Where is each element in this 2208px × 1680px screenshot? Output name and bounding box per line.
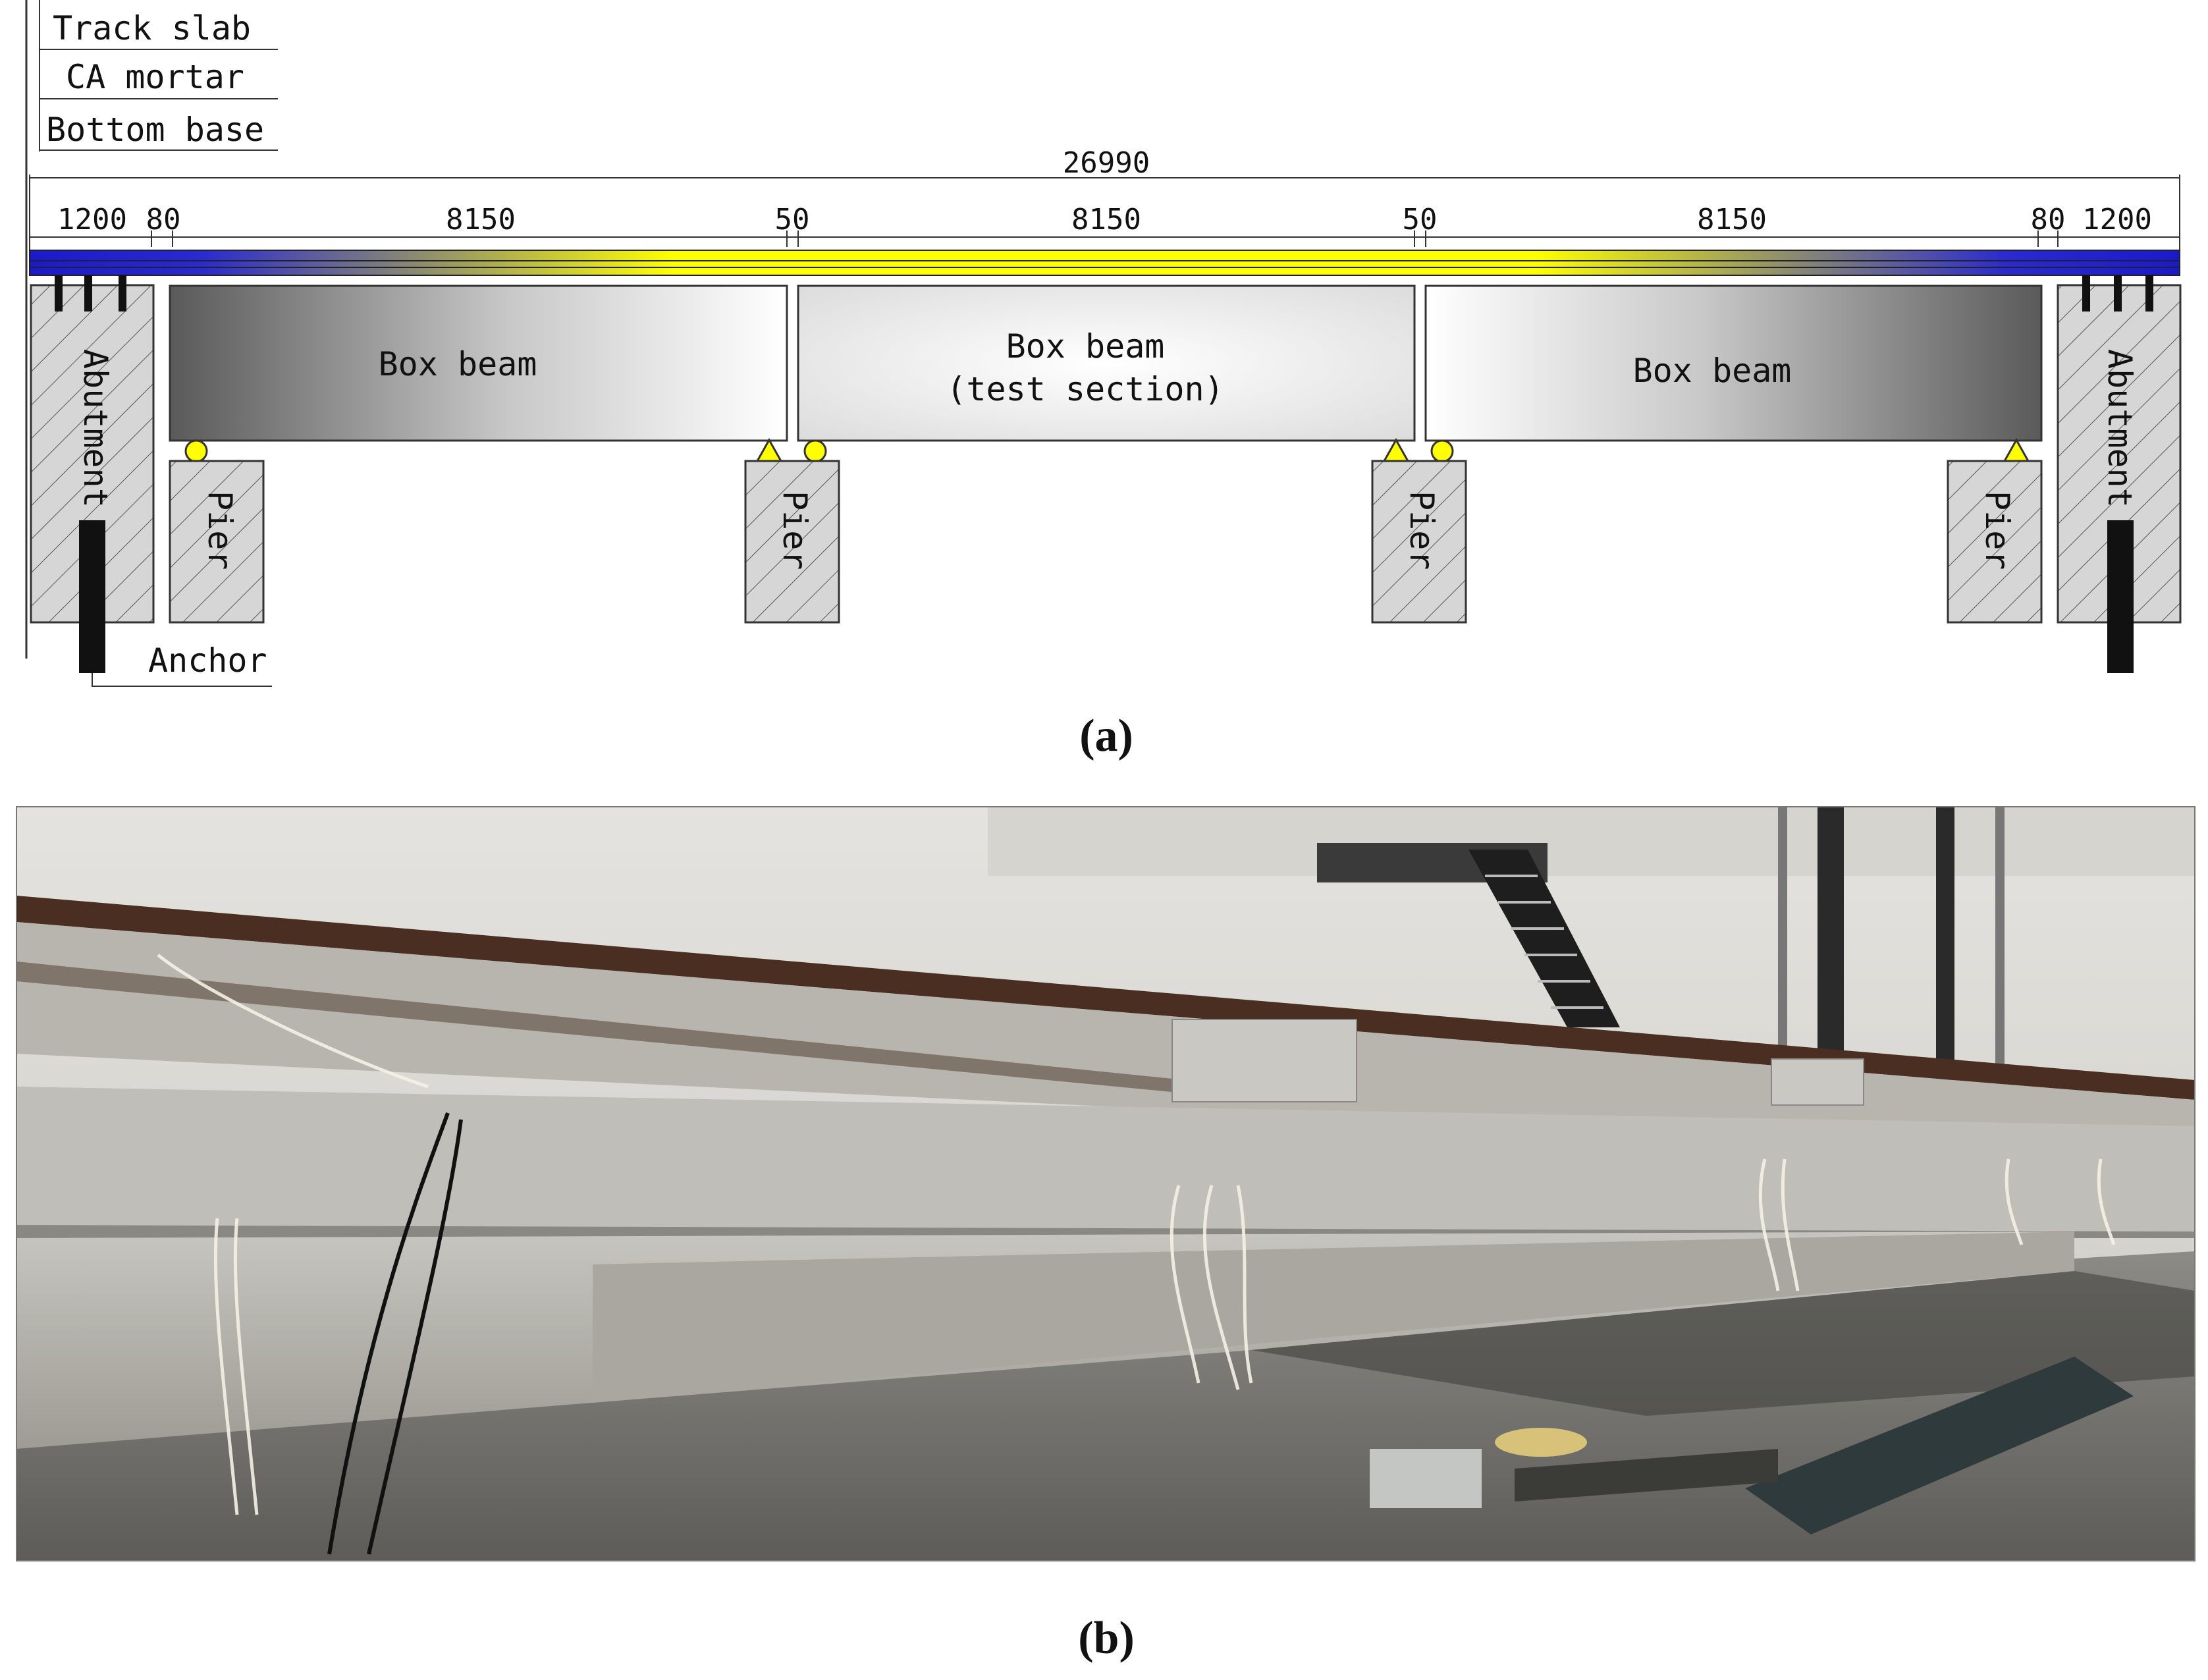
box-beam-right-label: Box beam [1633, 352, 1792, 390]
box-beam-left [169, 285, 788, 442]
anchor-label: Anchor [148, 641, 267, 680]
box-beam-test-section [797, 285, 1416, 442]
dim-label: 50 [775, 203, 810, 236]
layer-legend: Track slab CA mortar Bottom base [25, 0, 278, 659]
dim-label: 80 [146, 203, 181, 236]
panel-a-diagram: Track slab CA mortar Bottom base 26990 1… [25, 0, 2182, 761]
dim-label: 8150 [446, 203, 516, 236]
pier-label: Pier [776, 491, 814, 570]
dim-label: 8150 [1697, 203, 1767, 236]
track-layers [29, 250, 2180, 276]
anchor-bar [79, 520, 105, 673]
abutment-label: Abutment [76, 349, 115, 508]
caption-a: (a) [1079, 711, 1133, 761]
abutment-label: Abutment [2101, 349, 2139, 508]
dim-label: 8150 [1071, 203, 1141, 236]
roller-bearing [1430, 439, 1454, 463]
abutment-left: Abutment [30, 275, 155, 673]
fixed-bearing [755, 437, 783, 462]
layer-label-ca-mortar: CA mortar [66, 58, 244, 96]
box-beam-left-label: Box beam [379, 345, 537, 383]
anchor-bar [2107, 520, 2134, 673]
dimension-lines [29, 175, 2180, 250]
caption-b: (b) [1078, 1613, 1135, 1664]
bearings [184, 437, 2030, 463]
pier-label: Pier [1403, 491, 1441, 570]
fixed-bearing [1382, 437, 1410, 462]
pier-label: Pier [201, 491, 239, 570]
dim-label: 1200 [2082, 203, 2152, 236]
dim-label: 50 [1403, 203, 1438, 236]
box-beam-right [1424, 285, 2043, 442]
layer-label-track-slab: Track slab [53, 9, 251, 47]
roller-bearing [803, 439, 827, 463]
pier-2: Pier [744, 460, 840, 624]
pier-3: Pier [1371, 460, 1467, 624]
panel-b-photo: (b) [16, 806, 2195, 1664]
total-length-label: 26990 [1063, 146, 1150, 180]
pier-1: Pier [169, 460, 265, 624]
dim-label: 1200 [57, 203, 127, 236]
fixed-bearing [2003, 437, 2030, 462]
dim-label: 80 [2031, 203, 2066, 236]
box-beam-center-sublabel: (test section) [946, 370, 1224, 408]
box-beam-center-label: Box beam [1006, 327, 1165, 366]
abutment-right: Abutment [2057, 275, 2182, 673]
anchor-leader-line [92, 673, 272, 687]
pier-4: Pier [1947, 460, 2043, 624]
pier-label: Pier [1978, 491, 2016, 570]
layer-label-bottom-base: Bottom base [46, 111, 264, 149]
roller-bearing [184, 439, 208, 463]
